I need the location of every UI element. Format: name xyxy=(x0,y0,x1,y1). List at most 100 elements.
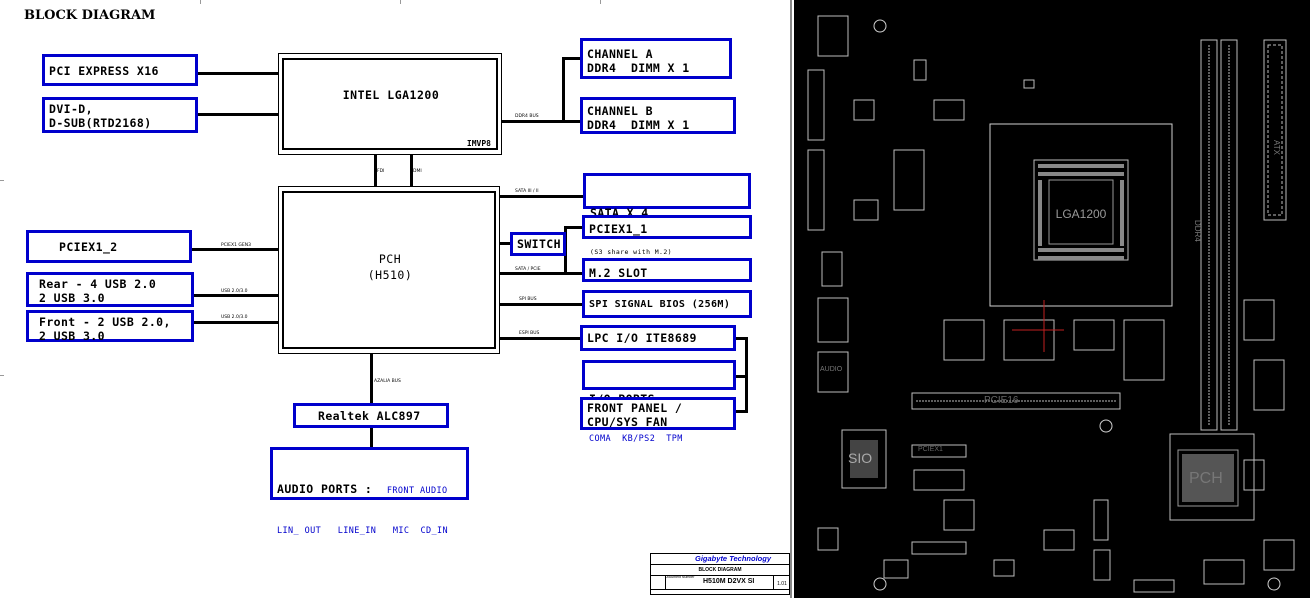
wire-spi xyxy=(500,303,584,306)
schematic-block-diagram: BLOCK DIAGRAM DDR4 BUS FDI DMI SATA III … xyxy=(0,0,792,598)
sata-note: (S3 share with M.2) xyxy=(590,248,672,256)
wire-lpc-out xyxy=(734,337,748,340)
board-audio-label: AUDIO xyxy=(820,366,843,373)
board-drawing xyxy=(807,15,1295,593)
wire-front-usb xyxy=(192,321,280,324)
socket-pads xyxy=(850,164,1234,502)
wire-ddr-a xyxy=(562,57,582,60)
board-pcie-label: PCIE16 xyxy=(984,395,1019,406)
block-pciex1-2: PCIEX1_2 xyxy=(26,230,192,263)
wire-dmi xyxy=(410,155,413,188)
block-switch: SWITCH xyxy=(510,232,566,256)
company-name: Gigabyte Technology xyxy=(651,554,789,565)
block-spi-bios: SPI SIGNAL BIOS (256M) xyxy=(582,290,752,318)
block-front-usb: Front - 2 USB 2.0, 2 USB 3.0 xyxy=(26,310,194,343)
battery-holder xyxy=(1093,549,1111,581)
wire-dvi xyxy=(196,113,280,116)
wire-ddr-vert xyxy=(562,57,565,123)
io-connector-3 xyxy=(821,251,843,287)
dimm-slot-2 xyxy=(1220,39,1238,431)
board-sio-label: SIO xyxy=(848,450,873,466)
wire-switch xyxy=(500,242,512,245)
audio-chip xyxy=(817,351,849,393)
mount-holes xyxy=(873,19,1281,591)
cpu-inner-frame xyxy=(282,58,498,150)
label-usb-front: USB 2.0/3.0 xyxy=(221,315,248,320)
block-pch: PCH (H510) xyxy=(278,186,500,354)
block-lpc-io: LPC I/O ITE8689 xyxy=(580,325,736,351)
title-block: Gigabyte Technology BLOCK DIAGRAM Docume… xyxy=(650,553,790,595)
wire-m2 xyxy=(500,272,584,275)
label-usb-rear: USB 2.0/3.0 xyxy=(221,289,248,294)
wire-switch-pciex1 xyxy=(564,226,584,229)
block-sata: SATA X 4 (S3 share with M.2) xyxy=(583,173,751,256)
title-block-divider xyxy=(651,589,789,590)
board-cpu-socket-label: LGA1200 xyxy=(1055,207,1107,221)
board-pciex1-label: PCIEX1 xyxy=(918,446,943,453)
wire-ddr xyxy=(500,120,582,123)
label-fdi: FDI xyxy=(377,169,385,174)
sheet-name: BLOCK DIAGRAM xyxy=(651,566,789,576)
io-ports-sub: COMA KB/PS2 TPM xyxy=(589,434,683,444)
sio-chip-outline xyxy=(841,429,887,489)
block-audio-ports: AUDIO PORTS : FRONT AUDIO LIN_ OUT LINE_… xyxy=(270,447,469,536)
atx-connector xyxy=(1263,39,1287,221)
label-sata-pcie: SATA / PCIE xyxy=(515,267,541,272)
io-connector-2 xyxy=(807,149,825,231)
dimm-slot-1 xyxy=(1200,39,1218,431)
label-sata-bus: SATA III / II xyxy=(515,189,539,194)
pcie-x1-slot xyxy=(911,444,967,458)
block-cpu: INTEL LGA1200 IMVP8 xyxy=(278,53,502,155)
wire-espi xyxy=(500,337,584,340)
pcie-x1-slot-2 xyxy=(911,541,967,555)
diagram-title: BLOCK DIAGRAM xyxy=(24,8,156,23)
block-channel-b: CHANNEL B DDR4 DIMM X 1 xyxy=(580,97,736,134)
audio-ports-row: AUDIO PORTS : FRONT AUDIO xyxy=(277,482,466,498)
block-rear-usb: Rear - 4 USB 2.0 2 USB 3.0 xyxy=(26,272,194,307)
pch-chip-outline xyxy=(1169,433,1255,521)
block-dvi-dsub: DVI-D, D-SUB(RTD2168) xyxy=(42,97,198,133)
audio-ports-sub: LIN_ OUT LINE_IN MIC CD_IN xyxy=(277,526,449,536)
doc-number-label: Document Number xyxy=(665,575,695,579)
block-m2-slot: M.2 SLOT xyxy=(582,258,752,282)
block-front-panel: FRONT PANEL / CPU/SYS FAN xyxy=(580,397,736,430)
pcie-x16-slot xyxy=(911,392,1121,410)
wire-sata xyxy=(500,195,584,198)
lan-chip xyxy=(817,297,849,343)
wire-azalia xyxy=(370,353,373,405)
block-io-ports: I/O PORTS : COMA KB/PS2 TPM xyxy=(582,360,736,444)
pch-inner-frame xyxy=(282,191,496,349)
pch-label: PCH (H510) xyxy=(367,252,413,282)
label-spi-bus: SPI BUS xyxy=(519,297,537,302)
wire-pcie xyxy=(196,72,280,75)
label-dmi: DMI xyxy=(413,169,422,174)
imvp-label: IMVP8 xyxy=(466,139,491,148)
size-cell xyxy=(651,575,666,589)
cpu-socket-outline xyxy=(989,123,1173,307)
board-pch-label: PCH xyxy=(1189,470,1223,487)
audio-ports-label: AUDIO PORTS : xyxy=(277,482,373,496)
label-azalia-bus: AZALIA BUS xyxy=(374,379,401,384)
wire-fp xyxy=(734,410,748,413)
cpu-label: INTEL LGA1200 xyxy=(342,88,440,102)
board-atx-label: ATX xyxy=(1272,140,1281,155)
label-ddr4-bus: DDR4 BUS xyxy=(515,114,539,119)
board-silkscreen xyxy=(807,15,1295,593)
label-espi-bus: ESPI BUS xyxy=(519,331,540,336)
cursor-crosshair xyxy=(1012,300,1064,352)
board-view: LGA1200 PCH SIO PCIE16 PCIEX1 DDR4 ATX A… xyxy=(794,0,1310,598)
front-audio-label: FRONT AUDIO xyxy=(386,486,448,496)
revision: 1.01 xyxy=(773,575,790,589)
board-ddr-label: DDR4 xyxy=(1193,220,1202,242)
wire-io xyxy=(734,375,748,378)
wire-pciex1-2 xyxy=(190,248,280,251)
block-pciex1-1: PCIEX1_1 xyxy=(582,215,752,239)
wire-fdi xyxy=(374,155,377,188)
block-realtek: Realtek ALC897 xyxy=(293,403,449,428)
io-connector-top xyxy=(817,15,849,57)
wire-audio xyxy=(370,426,373,448)
io-connector-1 xyxy=(807,69,825,141)
label-pcie-gen3: PCIEX1 GEN3 xyxy=(221,243,251,248)
block-pci-express-x16: PCI EXPRESS X16 xyxy=(42,54,198,86)
